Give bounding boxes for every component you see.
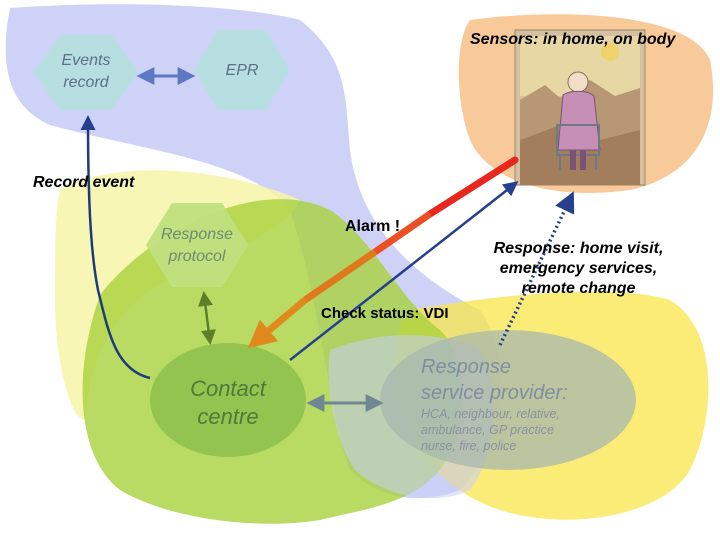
response-protocol-label: Response protocol xyxy=(160,226,234,265)
contact-centre-label: Contact centre xyxy=(190,376,266,429)
events-record-label: Events record xyxy=(61,52,111,91)
check-status-arrow xyxy=(289,181,519,361)
provider-title: Response service provider: xyxy=(421,356,568,404)
record-event-arrow xyxy=(80,115,151,380)
record-event-label: Record event xyxy=(33,174,135,191)
response-label: Response: home visit, emergency services… xyxy=(493,240,664,297)
alarm-arrow xyxy=(247,156,519,349)
provider-ellipse xyxy=(380,330,636,470)
check-status-label: Check status: VDI xyxy=(321,305,449,322)
epr-hexagon xyxy=(194,30,290,110)
events-record-hexagon xyxy=(34,35,138,110)
provider-detail: HCA, neighbour, relative, ambulance, GP … xyxy=(421,407,560,453)
protocol-contact-arrow xyxy=(198,291,216,345)
alarm-label: Alarm ! xyxy=(345,218,401,235)
contact-centre-ellipse xyxy=(150,343,306,457)
elderly-person-illustration xyxy=(514,29,646,186)
response-protocol-hexagon xyxy=(146,203,248,287)
sensors-label: Sensors: in home, on body xyxy=(470,31,676,48)
epr-label: EPR xyxy=(225,62,259,79)
